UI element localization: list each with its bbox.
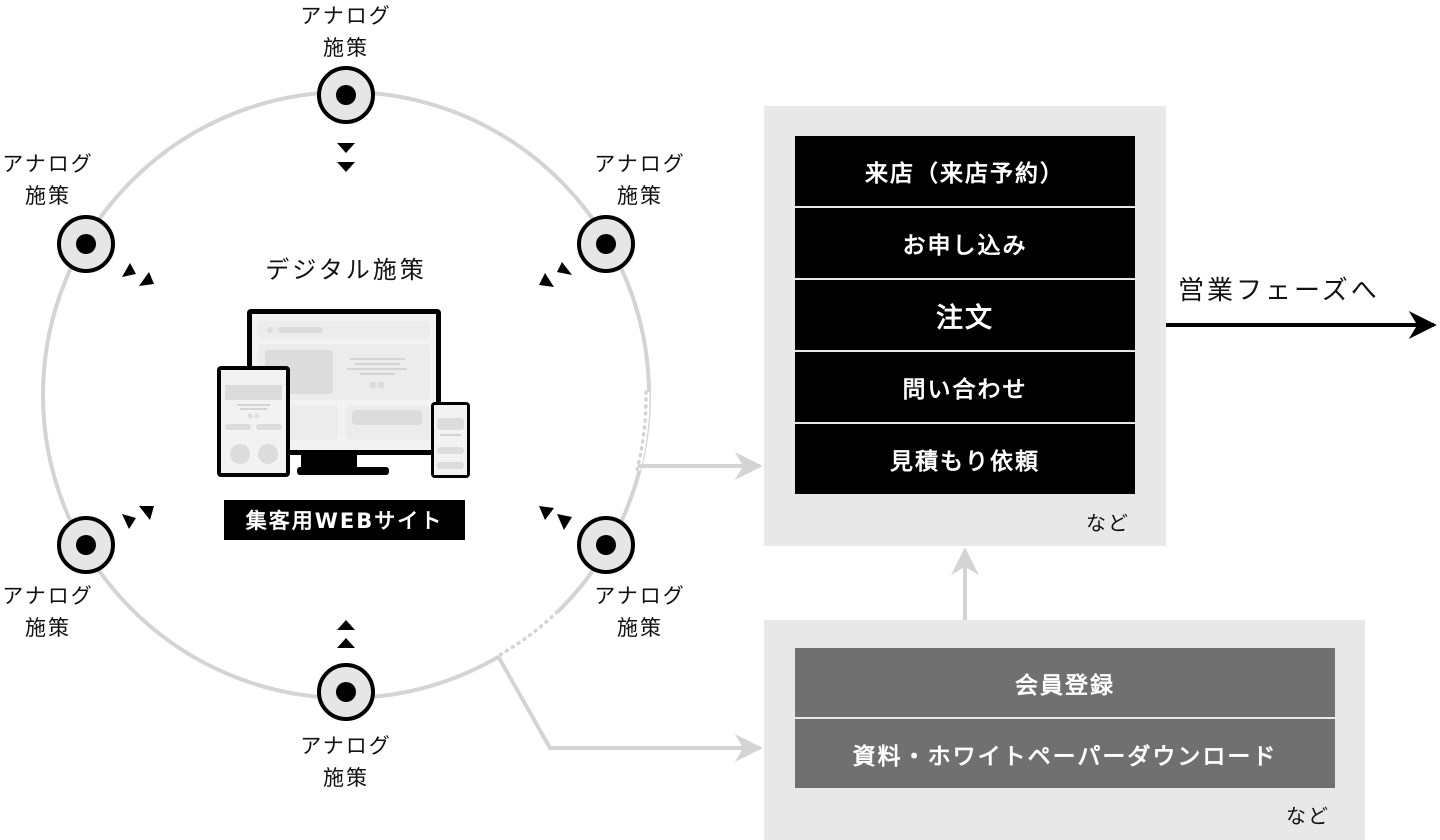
lead-item-member-registration: 会員登録 <box>795 648 1335 717</box>
triangle-up-icon <box>337 620 355 630</box>
analog-label-line2: 施策 <box>617 616 663 640</box>
analog-label-line1: アナログ <box>2 152 94 176</box>
node-dot-icon <box>336 85 356 105</box>
analog-label-line2: 施策 <box>323 766 369 790</box>
triangle-icon <box>539 273 554 287</box>
analog-label-line1: アナログ <box>2 584 94 608</box>
triangle-icon <box>122 514 136 529</box>
tablet-icon <box>217 366 290 477</box>
conversion-list: 来店（来店予約） お申し込み 注文 問い合わせ 見積もり依頼 <box>795 136 1135 494</box>
analog-label-lower-left: アナログ 施策 <box>0 580 108 644</box>
analog-label-line2: 施策 <box>25 184 71 208</box>
conversion-item-inquiry: 問い合わせ <box>795 352 1135 422</box>
lead-item-whitepaper-download: 資料・ホワイトペーパーダウンロード <box>795 719 1335 788</box>
triangle-icon <box>539 506 554 520</box>
analog-node-lower-left <box>57 516 115 574</box>
analog-label-line1: アナログ <box>594 584 686 608</box>
triangle-icon <box>122 263 136 277</box>
connector-to-leads <box>496 655 763 762</box>
triangle-icon <box>139 272 154 286</box>
analog-label-upper-left: アナログ 施策 <box>0 148 108 212</box>
triangle-down-icon <box>337 162 355 172</box>
analog-node-top <box>317 66 375 124</box>
analog-label-line1: アナログ <box>300 734 392 758</box>
chevrons-bottom <box>337 620 355 648</box>
conversion-item-store-visit: 来店（来店予約） <box>795 136 1135 206</box>
node-dot-icon <box>336 682 356 702</box>
analog-label-line1: アナログ <box>300 4 392 28</box>
ring-gap-right <box>633 391 650 471</box>
node-dot-icon <box>76 234 96 254</box>
analog-label-line2: 施策 <box>617 184 663 208</box>
chevrons-upper-right <box>539 262 572 287</box>
node-dot-icon <box>596 234 616 254</box>
chevrons-lower-right <box>539 506 572 530</box>
analog-node-bottom <box>317 663 375 721</box>
chevrons-upper-left <box>122 263 154 286</box>
monitor-icon <box>247 309 441 475</box>
analog-label-bottom: アナログ 施策 <box>286 730 406 794</box>
lead-list: 会員登録 資料・ホワイトペーパーダウンロード <box>795 648 1335 788</box>
node-dot-icon <box>596 535 616 555</box>
analog-label-top: アナログ 施策 <box>286 0 406 64</box>
triangle-up-icon <box>337 638 355 648</box>
analog-node-upper-right <box>577 215 635 273</box>
analog-label-line2: 施策 <box>323 36 369 60</box>
conversion-item-application: お申し込み <box>795 208 1135 278</box>
analog-label-line1: アナログ <box>594 152 686 176</box>
devices-illustration <box>217 309 470 478</box>
conversion-item-order: 注文 <box>795 280 1135 350</box>
smartphone-icon <box>431 402 470 478</box>
triangle-icon <box>557 514 572 530</box>
triangle-icon <box>557 262 572 275</box>
triangle-down-icon <box>337 143 355 153</box>
node-dot-icon <box>76 535 96 555</box>
analog-label-upper-right: アナログ 施策 <box>580 148 700 212</box>
analog-label-line2: 施策 <box>25 616 71 640</box>
conversion-etc-label: など <box>1086 511 1130 535</box>
digital-measures-title: デジタル施策 <box>265 256 427 284</box>
website-badge: 集客用WEBサイト <box>224 500 465 540</box>
chevrons-top <box>337 143 355 172</box>
lead-etc-label: など <box>1286 804 1330 828</box>
triangle-icon <box>139 506 154 520</box>
conversion-item-quote-request: 見積もり依頼 <box>795 424 1135 494</box>
analog-node-upper-left <box>57 215 115 273</box>
ring-dotted-lower <box>496 610 559 658</box>
sales-phase-label: 営業フェーズへ <box>1178 276 1380 306</box>
analog-label-lower-right: アナログ 施策 <box>580 580 700 644</box>
chevrons-lower-left <box>122 506 154 529</box>
analog-node-lower-right <box>577 516 635 574</box>
